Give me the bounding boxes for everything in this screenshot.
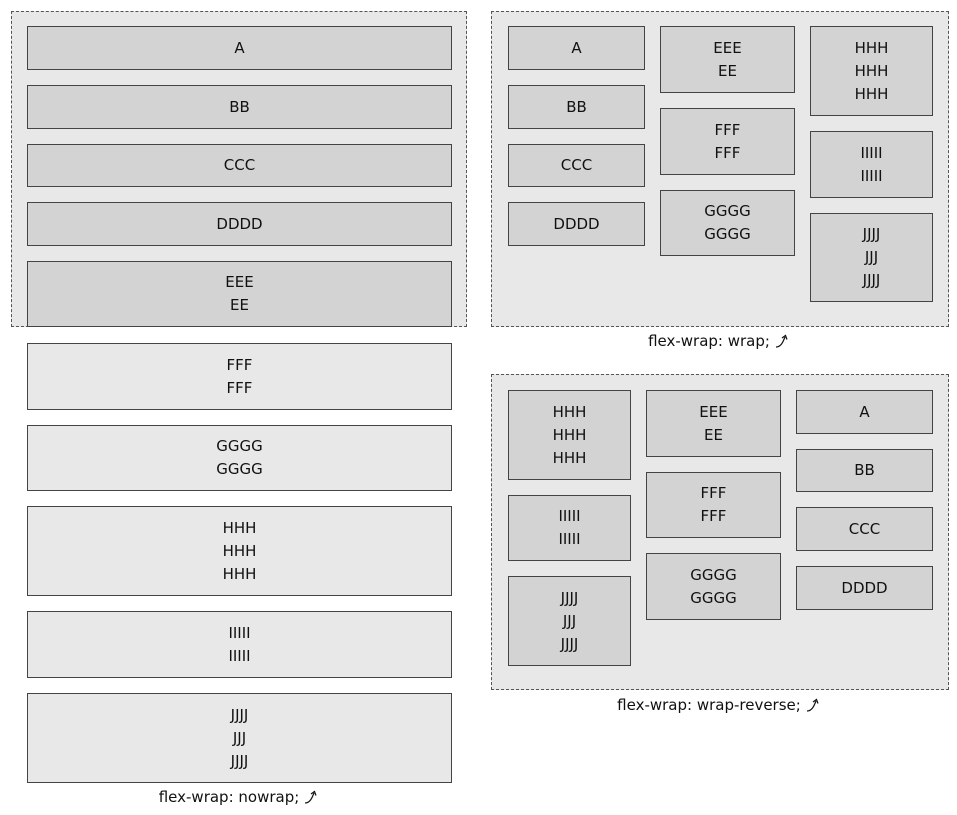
nowrap-item-i: IIIII IIIII — [27, 611, 452, 678]
caption-text: flex-wrap: wrap-reverse; — [617, 696, 801, 714]
wrap-item-e: EEE EE — [660, 26, 795, 93]
item-label: HHH HHH HHH — [222, 518, 257, 583]
wrap-reverse-item-e: EEE EE — [646, 390, 781, 457]
caption-text: flex-wrap: wrap; — [648, 332, 770, 350]
nowrap-item-e: EEE EE — [27, 261, 452, 327]
item-label: CCC — [848, 519, 881, 538]
item-label: BB — [566, 97, 587, 116]
wrap-item-a: A — [508, 26, 645, 70]
item-label: JJJJ JJJ JJJJ — [560, 588, 579, 653]
item-label: CCC — [223, 156, 256, 174]
item-label: JJJJ JJJ JJJJ — [230, 705, 249, 770]
wrap-item-g: GGGG GGGG — [660, 190, 795, 256]
wrap-reverse-item-j: JJJJ JJJ JJJJ — [508, 576, 631, 666]
nowrap-item-d: DDDD — [27, 202, 452, 246]
item-label: CCC — [560, 156, 593, 174]
wrap-caption: flex-wrap: wrap; — [620, 331, 820, 351]
nowrap-caption: flex-wrap: nowrap; — [140, 787, 340, 807]
caption-text: flex-wrap: nowrap; — [158, 788, 300, 806]
item-label: EEE EE — [699, 402, 728, 444]
wrap-reverse-item-c: CCC — [796, 507, 933, 551]
item-label: GGGG GGGG — [216, 437, 263, 478]
item-label: HHH HHH HHH — [552, 402, 587, 467]
nowrap-item-f: FFF FFF — [27, 343, 452, 410]
item-label: A — [234, 38, 245, 57]
wrap-reverse-item-d: DDDD — [796, 566, 933, 610]
item-label: IIIII IIIII — [860, 143, 883, 185]
nowrap-item-g: GGGG GGGG — [27, 425, 452, 491]
item-label: A — [859, 402, 870, 421]
item-label: HHH HHH HHH — [854, 38, 889, 103]
item-label: JJJJ JJJ JJJJ — [862, 225, 881, 289]
curved-arrow-icon — [775, 334, 788, 348]
item-label: DDDD — [216, 214, 263, 233]
item-label: DDDD — [553, 214, 600, 233]
nowrap-item-b: BB — [27, 85, 452, 129]
wrap-item-b: BB — [508, 85, 645, 129]
wrap-item-f: FFF FFF — [660, 108, 795, 175]
item-label: FFF FFF — [714, 120, 741, 162]
item-label: DDDD — [841, 578, 888, 597]
nowrap-item-c: CCC — [27, 144, 452, 187]
item-label: IIIII IIIII — [558, 507, 581, 548]
curved-arrow-icon — [806, 698, 819, 712]
item-label: EEE EE — [225, 273, 254, 314]
wrap-item-c: CCC — [508, 144, 645, 187]
wrap-reverse-caption: flex-wrap: wrap-reverse; — [590, 695, 850, 715]
item-label: FFF FFF — [226, 355, 253, 397]
wrap-item-d: DDDD — [508, 202, 645, 246]
wrap-reverse-item-g: GGGG GGGG — [646, 553, 781, 620]
item-label: GGGG GGGG — [690, 565, 737, 607]
wrap-item-j: JJJJ JJJ JJJJ — [810, 213, 933, 302]
item-label: BB — [229, 97, 250, 116]
item-label: GGGG GGGG — [704, 202, 751, 243]
nowrap-item-h: HHH HHH HHH — [27, 506, 452, 596]
nowrap-item-j: JJJJ JJJ JJJJ — [27, 693, 452, 783]
wrap-reverse-item-h: HHH HHH HHH — [508, 390, 631, 480]
wrap-reverse-item-f: FFF FFF — [646, 472, 781, 538]
wrap-reverse-item-b: BB — [796, 449, 933, 492]
item-label: BB — [854, 461, 875, 479]
wrap-item-h: HHH HHH HHH — [810, 26, 933, 116]
wrap-reverse-item-i: IIIII IIIII — [508, 495, 631, 561]
item-label: A — [571, 38, 582, 57]
curved-arrow-icon — [305, 790, 317, 804]
wrap-item-i: IIIII IIIII — [810, 131, 933, 198]
item-label: IIIII IIIII — [228, 623, 251, 665]
item-label: FFF FFF — [700, 484, 727, 525]
nowrap-item-a: A — [27, 26, 452, 70]
wrap-reverse-item-a: A — [796, 390, 933, 434]
item-label: EEE EE — [713, 38, 742, 80]
